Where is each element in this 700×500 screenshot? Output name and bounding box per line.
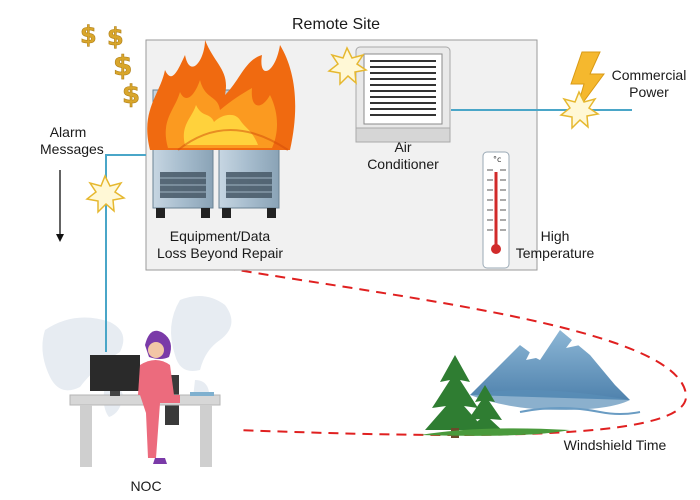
svg-text:$: $ bbox=[113, 49, 132, 82]
svg-text:$: $ bbox=[122, 80, 140, 110]
alarm-messages-label: Alarm Messages bbox=[40, 124, 104, 158]
air-conditioner-icon bbox=[355, 46, 451, 143]
mountain-icon bbox=[470, 330, 641, 415]
alarm-messages-line1: Alarm bbox=[49, 124, 87, 140]
high-temperature-line1: High bbox=[540, 228, 570, 244]
remote-site-title: Remote Site bbox=[292, 16, 381, 33]
alarm-link-line bbox=[105, 154, 146, 352]
noc-operator-icon bbox=[69, 330, 221, 467]
equipment-loss-line1: Equipment/Data bbox=[169, 228, 271, 244]
air-conditioner-line2: Conditioner bbox=[367, 156, 439, 172]
high-temperature-line2: Temperature bbox=[515, 245, 595, 261]
svg-text:°c: °c bbox=[493, 155, 501, 164]
fire-icon bbox=[147, 40, 296, 151]
equipment-loss-label: Equipment/Data Loss Beyond Repair bbox=[140, 228, 300, 262]
svg-text:$: $ bbox=[107, 23, 124, 51]
down-arrow-icon bbox=[56, 170, 64, 242]
noc-label: NOC bbox=[130, 478, 162, 494]
spark-burst-icon bbox=[85, 46, 600, 214]
commercial-power-line2: Power bbox=[629, 84, 669, 100]
commercial-power-line1: Commercial bbox=[611, 67, 687, 83]
air-conditioner-label: Air Conditioner bbox=[356, 139, 450, 173]
thermometer-icon: °c bbox=[482, 151, 510, 269]
svg-text:$: $ bbox=[80, 21, 97, 49]
high-temperature-label: High Temperature bbox=[506, 228, 604, 262]
commercial-power-label: Commercial Power bbox=[604, 67, 694, 101]
equipment-loss-line2: Loss Beyond Repair bbox=[156, 245, 284, 261]
alarm-messages-line2: Messages bbox=[40, 141, 104, 157]
windshield-time-label: Windshield Time bbox=[563, 437, 667, 453]
air-conditioner-line1: Air bbox=[394, 139, 412, 155]
dollar-sign-icon: $ $ $ $ bbox=[80, 21, 141, 111]
lightning-bolt-icon bbox=[570, 51, 605, 113]
pine-tree-icon bbox=[420, 355, 570, 438]
